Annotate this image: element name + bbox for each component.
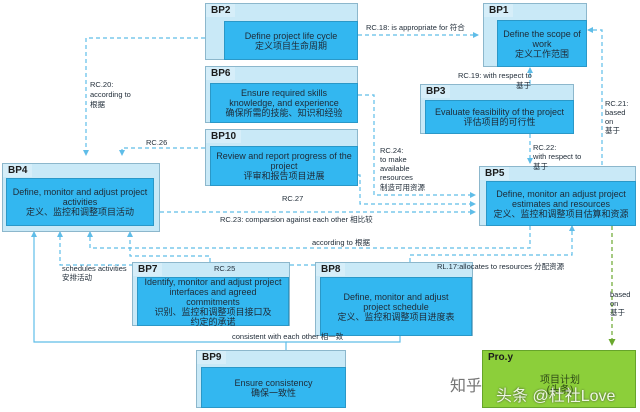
watermark-zhihu: 知乎 (450, 378, 483, 395)
bp8-box: BP8 Define, monitor and adjust project s… (315, 262, 473, 336)
bp2-text-zh: 定义项目生命周期 (254, 40, 327, 51)
bp10-box: BP10 Review and report progress of the p… (205, 129, 358, 186)
bp10-id: BP10 (206, 130, 242, 143)
label-rc20a: RC.20: (90, 80, 114, 89)
bp6-box: BP6 Ensure required skills knowledge, an… (205, 66, 358, 123)
link-rc21 (587, 27, 603, 165)
label-rc22b: with respect to (533, 152, 582, 161)
label-basedon-1: based (610, 290, 631, 299)
bp5-text-en: Define, monitor an adjust project estima… (496, 188, 626, 209)
bp7-id: BP7 (133, 263, 163, 276)
label-rc20b: according to (90, 90, 131, 99)
bp9-text-en: Ensure consistency (234, 377, 313, 388)
link-rc24 (358, 94, 476, 198)
bp9-text-zh: 确保一致性 (250, 387, 296, 398)
label-rc19b: 基于 (516, 81, 531, 90)
bp2-text-en: Define project life cycle (244, 30, 338, 41)
bp5-content: Define, monitor an adjust project estima… (486, 181, 636, 226)
bp4-content: Define, monitor and adjust project activ… (6, 178, 154, 226)
bp1-box: BP1 Define the scope of work 定义工作范围 (483, 3, 587, 67)
label-rc24e: 制造可用资源 (380, 183, 425, 192)
link-rc20 (83, 37, 205, 156)
bp9-box: BP9 Ensure consistency 确保一致性 (196, 350, 346, 408)
link-rc26 (119, 147, 205, 156)
bp8-text-zh: 定义、监控和调整项目进度表 (337, 311, 455, 322)
label-rc19a: RC.19: with respect to (458, 71, 532, 80)
bp7-text-zh: 识别、监控和调整项目接口及约定的承诺 (154, 306, 272, 327)
bp3-text-en: Evaluate feasibility of the project (434, 107, 565, 117)
bp8-text-en: Define, monitor and adjust project sched… (343, 291, 449, 312)
bp10-text-en: Review and report progress of the projec… (216, 151, 352, 171)
bp6-text-en: Ensure required skills knowledge, and ex… (229, 88, 339, 108)
bp8-content: Define, monitor and adjust project sched… (320, 277, 472, 336)
label-schedules-1: schedules activities (62, 264, 127, 273)
bp10-text-zh: 评审和报告项目进展 (243, 171, 325, 181)
label-rc21b: based (605, 108, 626, 117)
bp1-text-zh: 定义工作范围 (514, 48, 569, 59)
link-rc25 (127, 231, 211, 262)
label-rc24d: resources (380, 173, 413, 182)
bp1-text-en: Define the scope of work (503, 28, 581, 49)
proy-text-zh: (头条) (546, 385, 574, 396)
watermark-toutiao: 头条 @杜社Love (496, 388, 616, 405)
bp2-id: BP2 (206, 4, 236, 17)
bp1-id: BP1 (484, 4, 514, 17)
link-consistent (31, 231, 287, 350)
link-rl17 (409, 225, 575, 262)
bp3-content: Evaluate feasibility of the project 评估项目… (425, 100, 574, 134)
label-basedon-2: on (610, 299, 619, 308)
bp5-id: BP5 (480, 167, 510, 180)
label-rc22a: RC.22: (533, 143, 557, 152)
bp8-id: BP8 (316, 263, 346, 276)
label-schedules-2: 安排活动 (62, 273, 92, 282)
bp5-text-zh: 定义、监控和调整项目估算和资源 (493, 208, 629, 219)
bp4-text-zh: 定义、监控和调整项目活动 (25, 207, 134, 217)
proy-content: 项目计划 (头条) (485, 365, 635, 407)
label-rc22c: 基于 (533, 162, 548, 171)
bp4-id: BP4 (3, 164, 33, 177)
bp2-box: BP2 Define project life cycle 定义项目生命周期 (205, 3, 358, 60)
bp3-box: BP3 Evaluate feasibility of the project … (420, 84, 574, 134)
link-consistent-bp8 (286, 336, 401, 343)
label-rc24a: RC.24: (380, 146, 404, 155)
bp3-id: BP3 (421, 85, 451, 98)
proy-text-en: 项目计划 (540, 375, 580, 386)
label-rc21a: RC.21: (605, 99, 629, 108)
label-rc24c: available (380, 164, 410, 173)
bp9-content: Ensure consistency 确保一致性 (201, 367, 346, 408)
label-rc23: RC.23: comparsion against each other 相比较 (220, 215, 373, 224)
label-rc24b: to make (380, 155, 407, 164)
label-rc21c: on (605, 117, 614, 126)
bp6-text-zh: 确保所需的技能、知识和经验 (225, 108, 343, 118)
label-rc27: RC.27 (282, 194, 304, 203)
bp7-text-en: Identify, monitor and adjust project int… (144, 276, 282, 307)
bp1-content: Define the scope of work 定义工作范围 (497, 20, 587, 67)
bp7-box: BP7 Identify, monitor and adjust project… (132, 262, 290, 327)
bp3-text-zh: 评估项目的可行性 (463, 117, 536, 127)
link-rc27 (358, 174, 476, 207)
label-consistent: consistent with each other 相一致 (232, 332, 344, 341)
label-rc21d: 基于 (605, 126, 620, 135)
label-rc26: RC.26 (146, 138, 168, 147)
bp5-box: BP5 Define, monitor an adjust project es… (479, 166, 636, 226)
bp4-box: BP4 Define, monitor and adjust project a… (2, 163, 160, 232)
label-basedon-3: 基于 (610, 308, 625, 317)
label-rc25: RC.25 (214, 264, 236, 273)
proy-box: Pro.y 项目计划 (头条) (482, 350, 636, 408)
label-rl17: RL.17:allocates to resources 分配资源 (437, 262, 565, 271)
link-according (87, 226, 531, 249)
bp2-content: Define project life cycle 定义项目生命周期 (224, 21, 358, 60)
bp9-id: BP9 (197, 351, 227, 364)
label-rc18: RC.18: is appropriate for 符合 (366, 23, 465, 32)
label-rc20c: 根据 (90, 100, 105, 109)
bp6-id: BP6 (206, 67, 236, 80)
bp4-text-en: Define, monitor and adjust project activ… (12, 187, 148, 207)
proy-id: Pro.y (483, 351, 519, 364)
bp7-content: Identify, monitor and adjust project int… (137, 276, 289, 327)
bp6-content: Ensure required skills knowledge, and ex… (210, 83, 358, 123)
bp10-content: Review and report progress of the projec… (210, 146, 358, 186)
label-according: according to 根据 (312, 238, 370, 247)
